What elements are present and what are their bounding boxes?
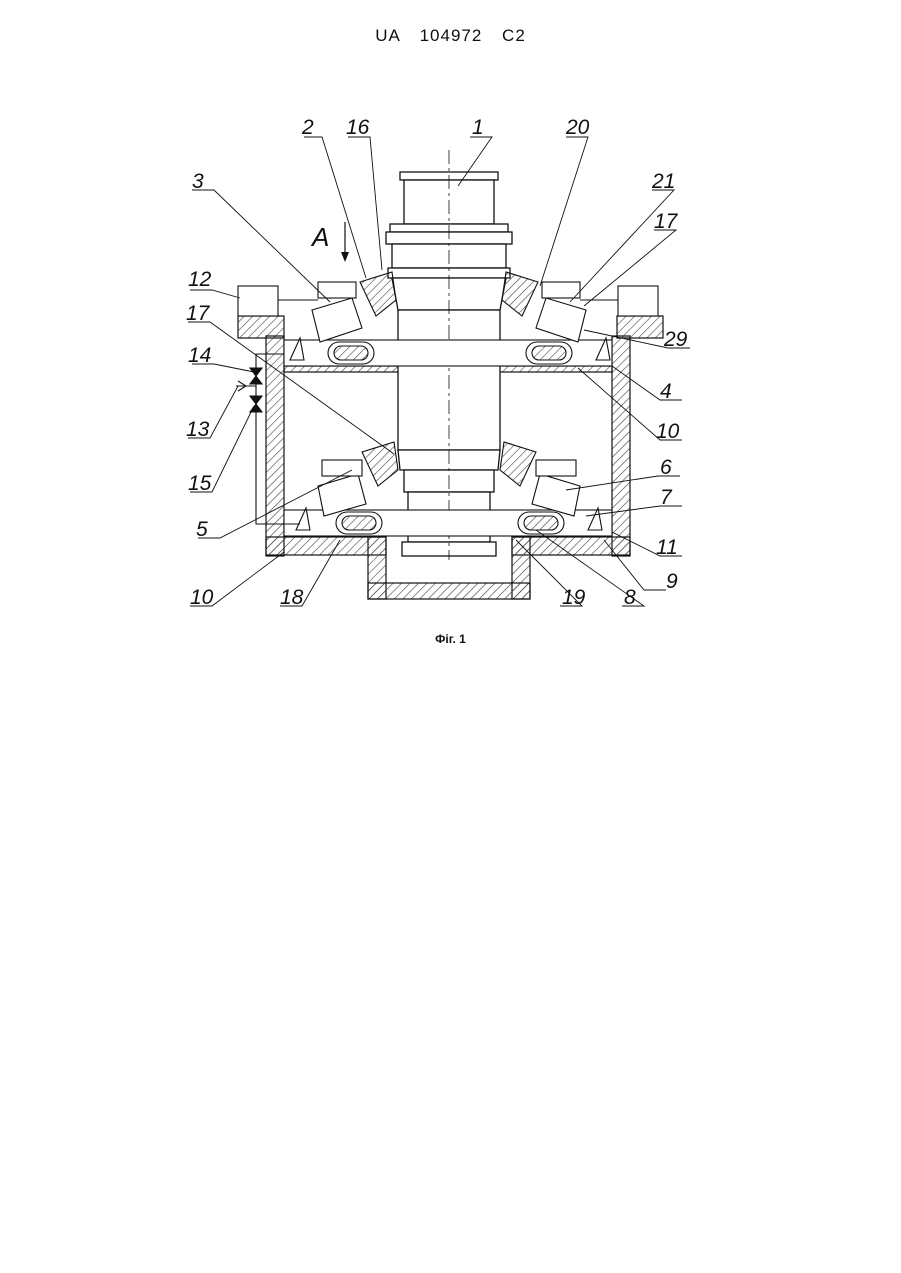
label-9: 9 (666, 570, 678, 593)
label-1: 1 (472, 116, 484, 139)
label-15: 15 (188, 472, 212, 495)
label-17-right: 17 (654, 210, 679, 233)
label-11: 11 (656, 536, 678, 559)
label-12: 12 (188, 268, 212, 291)
label-3: 3 (192, 170, 204, 193)
label-10-right: 10 (656, 420, 680, 443)
label-7: 7 (660, 486, 673, 509)
label-21: 21 (651, 170, 675, 193)
figure-caption: Фіг. 1 (0, 632, 901, 646)
label-4: 4 (660, 380, 672, 403)
label-8: 8 (624, 586, 636, 609)
label-10-left: 10 (190, 586, 214, 609)
label-29: 29 (663, 328, 688, 351)
label-14: 14 (188, 344, 211, 367)
label-5: 5 (196, 518, 208, 541)
label-2: 2 (301, 116, 314, 139)
label-17-left: 17 (186, 302, 211, 325)
label-18: 18 (280, 586, 304, 609)
label-6: 6 (660, 456, 672, 479)
label-16: 16 (346, 116, 370, 139)
label-20: 20 (565, 116, 590, 139)
label-13: 13 (186, 418, 210, 441)
view-arrow-a: A (310, 222, 349, 262)
label-19: 19 (562, 586, 586, 609)
view-marker-label: A (310, 222, 329, 252)
